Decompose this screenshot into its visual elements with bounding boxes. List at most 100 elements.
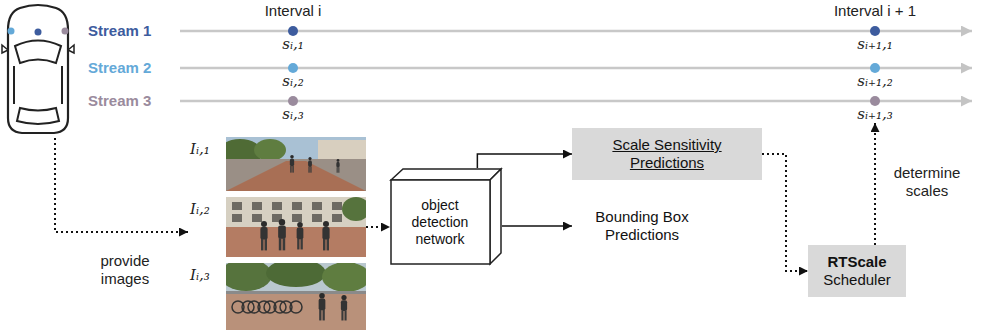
arrow-label: provide images: [83, 252, 167, 288]
scale-point: sᵢ₊₁,₃: [857, 96, 892, 123]
person-leg: [319, 310, 321, 321]
image-frame: [226, 137, 366, 191]
person-body: [308, 160, 312, 167]
road: [226, 159, 366, 191]
person-leg: [279, 238, 282, 250]
tree: [322, 263, 366, 292]
person-body: [341, 300, 347, 311]
car-windshield: [15, 41, 61, 64]
fence: [226, 291, 366, 294]
camera-dot: [8, 28, 15, 35]
street-scene: [226, 137, 366, 191]
edge-label: determine scales: [885, 164, 969, 200]
timelines: [180, 31, 972, 101]
connector-arrow: [366, 226, 390, 228]
cube-front: [391, 180, 490, 264]
scale-point: sᵢ,₁: [282, 26, 304, 53]
person-leg: [323, 310, 325, 321]
image-symbol: Iᵢ,₃: [190, 263, 226, 284]
cube-top: [391, 169, 501, 180]
person-leg: [297, 239, 299, 250]
connector-arrow: [502, 225, 572, 227]
stream-label: Stream 3: [88, 92, 151, 110]
connector-arrow: [477, 154, 572, 168]
image-symbol: Iᵢ,₂: [190, 197, 226, 218]
camera-dot: [62, 28, 69, 35]
person-leg: [301, 239, 303, 250]
window: [232, 214, 242, 222]
window: [292, 202, 302, 210]
camera-image: Iᵢ,₃: [190, 263, 366, 330]
scale-point: sᵢ,₂: [282, 63, 304, 90]
window: [332, 202, 342, 210]
street-scene: [226, 197, 366, 257]
bike-lane: [226, 161, 366, 191]
camera-dot: [35, 29, 42, 36]
image-frame: [226, 263, 366, 330]
person-leg: [345, 311, 347, 321]
tree: [266, 263, 326, 287]
process-box: RTScaleScheduler: [808, 245, 906, 297]
pavement: [226, 227, 366, 257]
person-leg: [323, 239, 325, 250]
scale-point: sᵢ₊₁,₂: [857, 63, 892, 90]
scale-symbol: sᵢ₊₁,₁: [857, 36, 892, 53]
timeline: [180, 67, 972, 70]
person-head: [341, 295, 346, 300]
person-body: [297, 228, 304, 240]
street-scene: [226, 263, 366, 330]
connector-arrow: [874, 123, 876, 245]
timeline-dot: [870, 26, 880, 36]
person-head: [290, 155, 294, 159]
window: [312, 202, 322, 210]
image-frame: [226, 197, 366, 257]
car-side-window: [13, 66, 15, 104]
person-leg: [283, 238, 286, 250]
window: [232, 202, 242, 210]
network-cube: object detection network: [390, 168, 502, 265]
person-head: [323, 221, 329, 227]
person-body: [290, 159, 294, 167]
window: [292, 214, 302, 222]
person-leg: [261, 239, 263, 250]
person-leg: [308, 167, 309, 173]
scale-point: sᵢ,₃: [282, 96, 304, 123]
window: [332, 214, 342, 222]
person-leg: [265, 239, 267, 250]
car-rear-window: [17, 108, 59, 124]
car-body: [8, 5, 68, 133]
node-text: Scheduler: [823, 271, 891, 289]
photo: [226, 197, 366, 257]
window: [272, 202, 282, 210]
person-leg: [327, 239, 329, 250]
stream-label: Stream 1: [88, 22, 151, 40]
person-leg: [310, 167, 311, 173]
timeline-dot: [870, 96, 880, 106]
person-leg: [292, 166, 293, 173]
process-box: Scale Sensitivity Predictions: [572, 128, 762, 180]
timeline-dot: [288, 26, 298, 36]
person-leg: [341, 311, 343, 321]
timeline-dot: [288, 63, 298, 73]
bike-wheel: [290, 301, 302, 313]
building: [318, 140, 366, 162]
interval-label: Interval i + 1: [834, 2, 916, 20]
person-body: [260, 227, 267, 240]
scale-point: sᵢ₊₁,₁: [857, 26, 892, 53]
timeline: [180, 100, 972, 103]
person-leg: [337, 167, 338, 172]
node-text: object detection network: [398, 197, 482, 248]
window: [252, 202, 262, 210]
node-text: RTScale: [827, 253, 886, 271]
photo: [226, 137, 366, 191]
camera-image: Iᵢ,₁: [190, 137, 366, 191]
person-head: [261, 221, 267, 227]
person-leg: [290, 166, 291, 173]
person-leg: [338, 167, 339, 172]
window: [252, 214, 262, 222]
cube-side: [490, 169, 501, 264]
person-head: [319, 293, 325, 299]
person-head: [308, 157, 311, 160]
person-body: [319, 299, 326, 311]
car-side-window: [61, 66, 63, 104]
